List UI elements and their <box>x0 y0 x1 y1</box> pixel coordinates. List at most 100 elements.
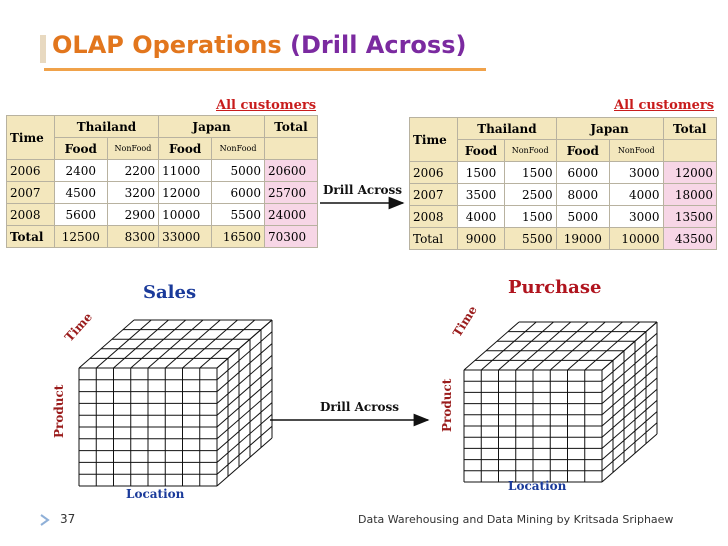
cell-total: 43500 <box>662 227 717 250</box>
cell-value: 2900 <box>106 203 160 226</box>
cube-grid-line <box>164 319 221 369</box>
cube-grid-line <box>216 319 273 369</box>
cube-grid-line <box>182 319 238 369</box>
cell-value: 9000 <box>457 227 505 250</box>
title-underline <box>44 68 486 71</box>
cube-grid-line <box>216 331 273 381</box>
purchase-location-axis-label: Location <box>508 479 567 493</box>
cube-grid-line <box>515 321 572 371</box>
cell-value: 3000 <box>609 161 664 184</box>
sales-table: Time Thailand Japan Total Food NonFood F… <box>6 115 318 248</box>
cell-value: 3000 <box>609 205 664 228</box>
cube-grid-line <box>216 378 273 428</box>
purchase-country-japan: Japan <box>555 117 664 140</box>
sales-sub-nonfood: NonFood <box>211 137 265 160</box>
purchase-table: Time Thailand Japan Total Food NonFood F… <box>408 117 717 250</box>
title-main: OLAP Operations <box>52 31 282 59</box>
drill-across-label-bottom: Drill Across <box>320 400 400 414</box>
row-year: Total <box>408 227 459 250</box>
sales-scope-label: All customers <box>216 98 317 113</box>
cell-value: 1500 <box>503 205 557 228</box>
cube-grid-line <box>78 319 135 369</box>
cell-total: 18000 <box>662 183 717 206</box>
cube-grid-line <box>216 390 273 440</box>
cell-total: 20600 <box>264 159 318 182</box>
title-sub: (Drill Across) <box>290 31 467 59</box>
cell-value: 3200 <box>106 181 160 204</box>
purchase-sub-blank <box>662 139 717 162</box>
cube-grid-line <box>601 377 658 427</box>
cube-grid-line <box>601 388 658 438</box>
purchase-time-header: Time <box>408 117 459 162</box>
cube-grid-line <box>532 321 589 371</box>
footer-credit: Data Warehousing and Data Mining by Krit… <box>358 513 674 526</box>
table-row-total: Total 12500 8300 33000 16500 70300 <box>6 225 318 248</box>
cell-value: 10000 <box>158 203 213 226</box>
cube-grid-line <box>216 366 273 416</box>
cell-total: 24000 <box>264 203 318 226</box>
cube-grid-line <box>601 422 658 472</box>
cube-grid-line <box>216 425 273 475</box>
purchase-cube-label: Purchase <box>508 277 602 298</box>
sales-sub-food: Food <box>158 137 213 160</box>
cube-grid-line <box>216 437 273 487</box>
cube-grid-line <box>601 344 658 393</box>
cube-grid-line <box>216 414 273 463</box>
cell-value: 10000 <box>609 227 664 250</box>
table-row: 2006 1500 1500 6000 3000 12000 <box>408 161 717 184</box>
purchase-cube <box>463 321 658 483</box>
cube-grid-line <box>601 400 658 449</box>
purchase-scope-label: All customers <box>614 98 715 113</box>
cube-grid-line <box>549 321 606 371</box>
sales-sub-nonfood: NonFood <box>106 137 160 160</box>
cell-value: 4000 <box>457 205 505 228</box>
cell-value: 6000 <box>555 161 611 184</box>
cube-grid-line <box>216 343 273 392</box>
footer-bullet-icon <box>40 514 50 526</box>
cube-grid-line <box>601 321 658 371</box>
cell-value: 33000 <box>158 225 213 248</box>
cube-grid-line <box>216 355 273 404</box>
cell-total: 13500 <box>662 205 717 228</box>
page-number: 37 <box>60 512 76 526</box>
cell-value: 5500 <box>503 227 557 250</box>
cube-grid-line <box>130 319 187 369</box>
sales-time-header: Time <box>6 115 55 160</box>
cell-value: 11000 <box>158 159 213 182</box>
sales-location-axis-label: Location <box>126 487 185 501</box>
drill-across-label-top: Drill Across <box>323 183 403 197</box>
cell-value: 8000 <box>555 183 611 206</box>
cube-grid-line <box>567 321 623 371</box>
cell-value: 3500 <box>457 183 505 206</box>
sales-total-header: Total <box>264 115 318 138</box>
cube-grid-line <box>601 332 658 382</box>
cube-grid-line <box>601 411 658 460</box>
sales-cube <box>78 319 273 487</box>
cell-value: 2200 <box>106 159 160 182</box>
cell-value: 4000 <box>609 183 664 206</box>
cube-grid-line <box>584 321 641 371</box>
sales-cube-label: Sales <box>143 282 197 303</box>
purchase-total-header: Total <box>662 117 717 140</box>
cube-grid-line <box>147 319 204 369</box>
purchase-product-axis-label: Product <box>440 378 454 432</box>
cube-grid-line <box>480 321 537 371</box>
table-row-total: Total 9000 5500 19000 10000 43500 <box>408 227 717 250</box>
purchase-sub-food: Food <box>555 139 611 162</box>
row-year: Total <box>6 225 55 248</box>
cube-grid-line <box>95 319 152 369</box>
title-accent-bar <box>40 35 46 63</box>
table-row: 2007 3500 2500 8000 4000 18000 <box>408 183 717 206</box>
cell-value: 8300 <box>106 225 160 248</box>
cell-value: 19000 <box>555 227 611 250</box>
cell-value: 5000 <box>555 205 611 228</box>
cube-grid-line <box>601 433 658 483</box>
purchase-country-thailand: Thailand <box>457 117 557 140</box>
cube-grid-line <box>601 366 658 416</box>
cube-grid-line <box>463 321 520 371</box>
cell-total: 70300 <box>264 225 318 248</box>
cell-value: 5000 <box>211 159 265 182</box>
cube-grid-line <box>498 321 554 371</box>
cell-total: 12000 <box>662 161 717 184</box>
cell-total: 25700 <box>264 181 318 204</box>
